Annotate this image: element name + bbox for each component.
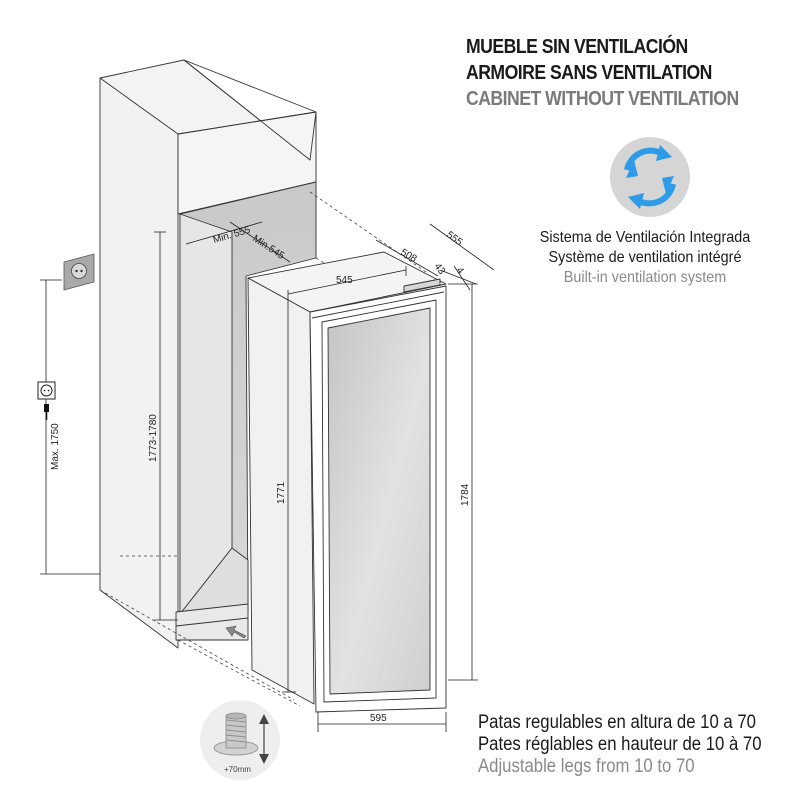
cabinet bbox=[99, 59, 317, 649]
dim-door-offset: 43 bbox=[432, 261, 448, 277]
ventilation-caption: Sistema de Ventilación Integrada Système… bbox=[500, 228, 790, 288]
ventilation-label-french: Système de ventilation intégré bbox=[548, 249, 742, 266]
airflow-arrow-icon bbox=[225, 625, 247, 639]
legs-label-english: Adjustable legs from 10 to 70 bbox=[478, 756, 695, 777]
ventilation-cycle-icon bbox=[610, 137, 690, 217]
ventilation-label-english: Built-in ventilation system bbox=[563, 269, 727, 286]
title-spanish: MUEBLE SIN VENTILACIÓN bbox=[466, 35, 688, 58]
leg-travel-label: +70mm bbox=[224, 765, 251, 774]
dim-overall-depth: 555 bbox=[444, 230, 464, 249]
legs-label-french: Pates réglables en hauteur de 10 à 70 bbox=[478, 734, 762, 755]
title-english: CABINET WITHOUT VENTILATION bbox=[466, 87, 739, 110]
dim-appliance-width-top: 545 bbox=[336, 275, 353, 286]
heading-block: MUEBLE SIN VENTILACIÓN ARMOIRE SANS VENT… bbox=[466, 34, 786, 112]
dim-appliance-height-total: 1784 bbox=[460, 483, 471, 506]
dimension-lines bbox=[40, 221, 495, 732]
power-plug-icon bbox=[37, 381, 56, 420]
appliance bbox=[247, 251, 447, 713]
legs-label-spanish: Patas regulables en altura de 10 a 70 bbox=[478, 712, 756, 733]
dim-socket-max-height: Max. 1750 bbox=[50, 423, 61, 470]
dim-door-gap: 4 bbox=[454, 265, 466, 276]
power-socket-icon bbox=[63, 253, 95, 291]
adjustable-leg-icon: +70mm bbox=[200, 700, 280, 780]
title-french: ARMOIRE SANS VENTILATION bbox=[466, 61, 712, 84]
dim-niche-height: 1773-1780 bbox=[148, 414, 159, 462]
dim-appliance-width: 595 bbox=[370, 713, 387, 724]
ventilation-label-spanish: Sistema de Ventilación Integrada bbox=[539, 229, 751, 246]
dim-appliance-height-body: 1771 bbox=[276, 481, 287, 504]
legs-caption: Patas regulables en altura de 10 a 70 Pa… bbox=[478, 712, 788, 778]
